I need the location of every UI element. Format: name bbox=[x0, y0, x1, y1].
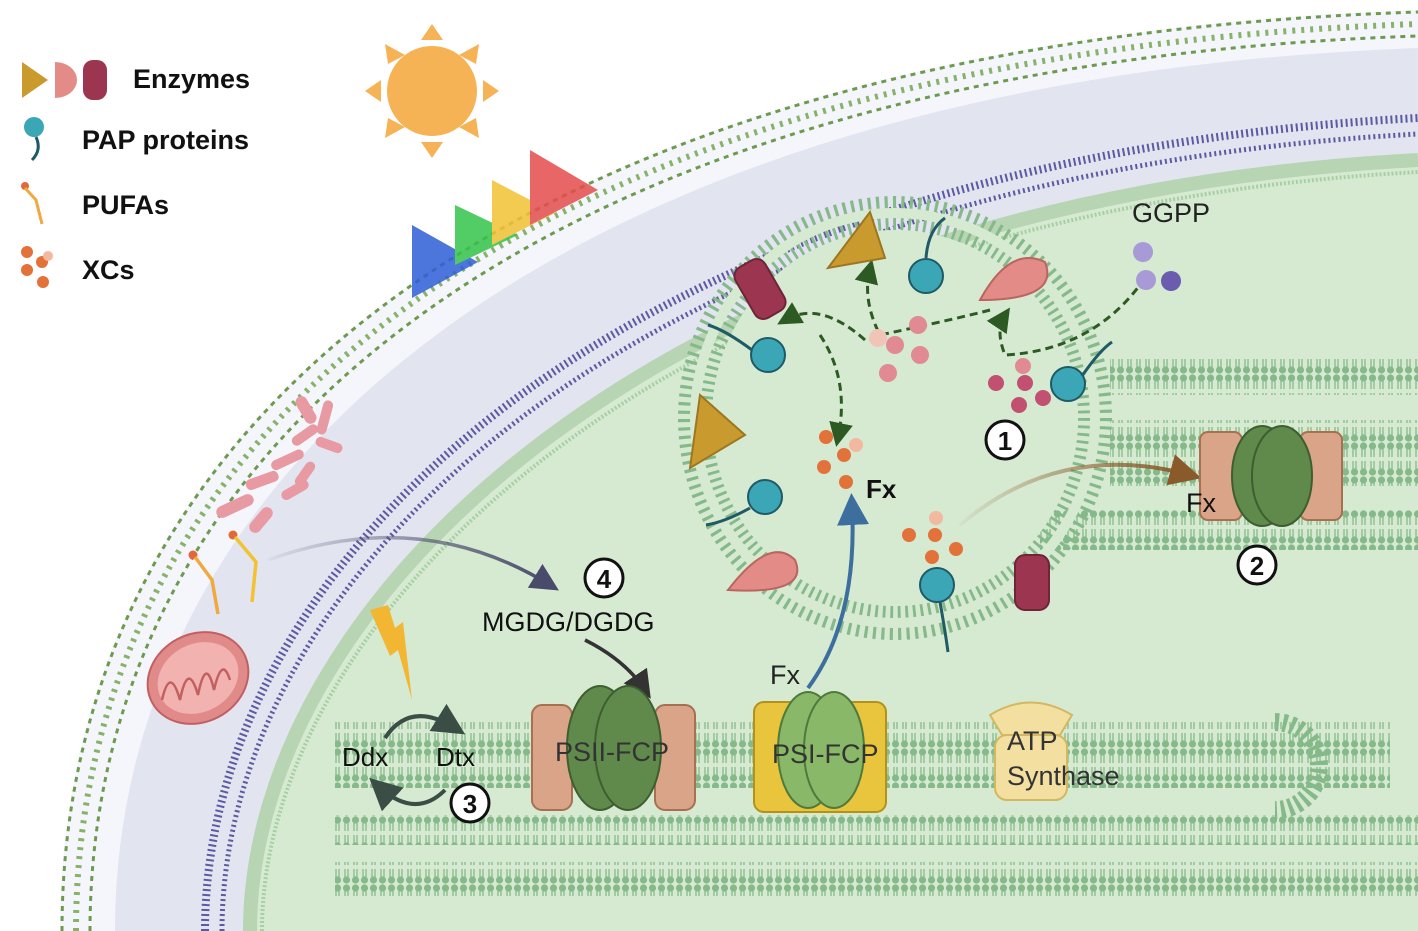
mgdg-arrow bbox=[584, 638, 651, 699]
legend-pap-proteins-label: PAP proteins bbox=[82, 125, 250, 155]
svg-text:2: 2 bbox=[1250, 551, 1264, 581]
fx-center-label: Fx bbox=[866, 474, 897, 504]
psii-fcp-label: PSII-FCP bbox=[555, 737, 669, 767]
svg-text:1: 1 bbox=[998, 426, 1012, 456]
step-marker-4: 4 bbox=[583, 557, 625, 599]
enzyme-capsule-icon bbox=[1014, 554, 1050, 611]
ggpp-molecules bbox=[1133, 242, 1181, 291]
pufa-transport-arrow bbox=[267, 535, 559, 591]
svg-text:4: 4 bbox=[597, 564, 612, 594]
atp-label-line1: ATP bbox=[1007, 726, 1058, 756]
vesicle-enzymes bbox=[688, 209, 1050, 611]
biosynthesis-arrows bbox=[777, 259, 1147, 447]
psi-fcp-label: PSI-FCP bbox=[772, 739, 879, 769]
light-spectrum-icon bbox=[412, 150, 598, 298]
mitochondrion-icon bbox=[146, 631, 250, 725]
fx-complex-label: Fx bbox=[1186, 488, 1216, 518]
enzyme-triangle-icon bbox=[22, 62, 48, 98]
fx-molecules-pap bbox=[902, 511, 963, 564]
legend-pufas-label: PUFAs bbox=[82, 190, 170, 220]
fx-release-arrow bbox=[806, 493, 870, 690]
legend-xcs-label: XCs bbox=[82, 255, 135, 285]
pap-protein-icon bbox=[24, 117, 44, 162]
step-marker-1: 1 bbox=[984, 419, 1026, 461]
legend-icons bbox=[21, 60, 107, 288]
enzyme-capsule-icon bbox=[733, 258, 787, 320]
enzyme-triangle-icon bbox=[825, 209, 887, 270]
ddx-label: Ddx bbox=[342, 742, 388, 772]
carotenoid-intermediates bbox=[869, 316, 1051, 413]
enzyme-capsule-icon bbox=[83, 60, 107, 100]
vesicle-pap-proteins bbox=[705, 216, 1113, 653]
sun-icon bbox=[365, 24, 499, 158]
fx-psi-label: Fx bbox=[770, 660, 800, 690]
xc-icon bbox=[21, 246, 53, 288]
psi-fcp-complex bbox=[753, 691, 887, 813]
enzyme-half-icon bbox=[978, 257, 1049, 302]
pufa-icon bbox=[21, 182, 44, 225]
enzyme-triangle-icon bbox=[688, 393, 747, 470]
fx-molecules-center bbox=[817, 430, 863, 489]
atp-label-line2: Synthase bbox=[1007, 761, 1120, 791]
fx-transfer-arrow bbox=[958, 454, 1202, 527]
dtx-label: Dtx bbox=[436, 742, 475, 772]
enzyme-half-icon bbox=[726, 551, 799, 592]
xanthophyll-cycle-arrows bbox=[369, 703, 466, 812]
psii-fcp-complex bbox=[531, 685, 696, 811]
legend-enzymes-label: Enzymes bbox=[133, 64, 251, 94]
fcp-complex-right bbox=[1199, 425, 1343, 527]
step-marker-3: 3 bbox=[449, 782, 491, 824]
mgdg-dgdg-label: MGDG/DGDG bbox=[482, 607, 655, 637]
atp-synthase-complex bbox=[988, 701, 1074, 801]
pufa-molecules bbox=[188, 530, 258, 615]
lightning-icon bbox=[370, 605, 412, 700]
ggpp-label: GGPP bbox=[1132, 198, 1210, 228]
endoplasmic-reticulum-icon bbox=[216, 396, 343, 533]
svg-text:3: 3 bbox=[463, 789, 477, 819]
step-marker-2: 2 bbox=[1236, 544, 1278, 586]
